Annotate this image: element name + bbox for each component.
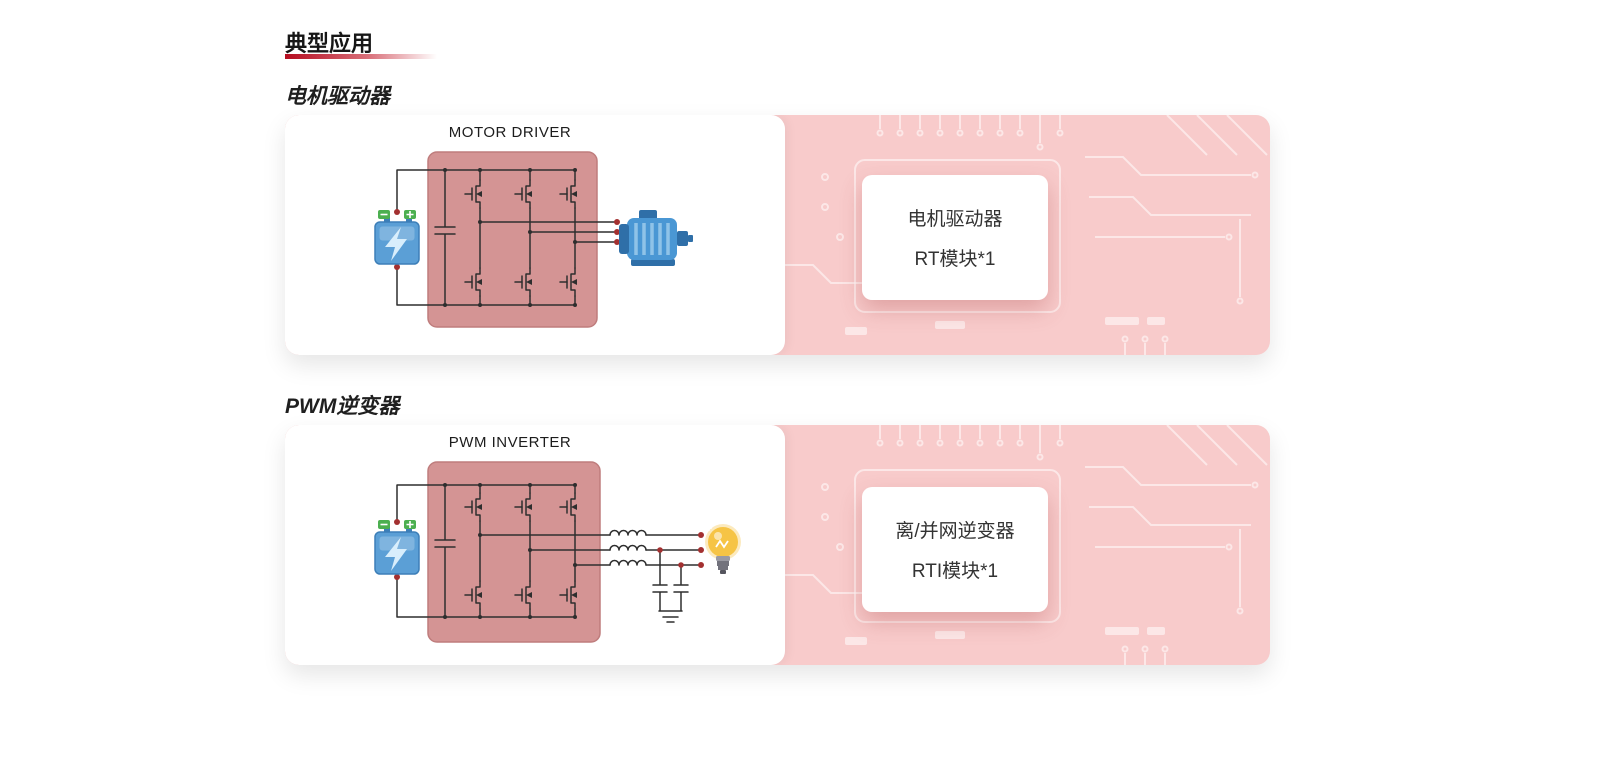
terminal-dots bbox=[394, 209, 620, 270]
section-heading-pwm-inverter: PWM逆变器 bbox=[285, 395, 400, 418]
info-line: RT模块*1 bbox=[914, 249, 996, 270]
info-card-pwm-inverter: 离/并网逆变器 RTI模块*1 bbox=[862, 487, 1048, 612]
power-stage-block bbox=[427, 461, 601, 643]
pwm-inverter-circuit bbox=[374, 461, 741, 643]
pwm-inverter-diagram-panel: PWM INVERTER bbox=[285, 425, 785, 665]
light-bulb-icon bbox=[705, 524, 741, 574]
info-line: RTI模块*1 bbox=[911, 561, 999, 582]
junction-dots bbox=[443, 483, 577, 619]
info-line: 离/并网逆变器 bbox=[895, 521, 1015, 542]
page-title: 典型应用 bbox=[285, 31, 374, 56]
diagram-title-motor-driver: MOTOR DRIVER bbox=[448, 124, 572, 141]
circuit-pattern-background bbox=[785, 115, 1268, 355]
info-line: 电机驱动器 bbox=[907, 209, 1003, 230]
motor-driver-diagram-panel: MOTOR DRIVER bbox=[285, 115, 785, 355]
section-heading-motor-driver: 电机驱动器 bbox=[285, 85, 390, 108]
title-underline bbox=[285, 54, 437, 59]
battery-icon bbox=[374, 210, 420, 265]
pwm-inverter-card: PWM INVERTER bbox=[285, 425, 1270, 665]
junction-dots bbox=[443, 168, 577, 307]
diagram-title-pwm-inverter: PWM INVERTER bbox=[448, 434, 572, 451]
inductor-symbol bbox=[609, 529, 647, 566]
motor-icon bbox=[619, 210, 693, 266]
info-card-motor-driver: 电机驱动器 RT模块*1 bbox=[862, 175, 1048, 300]
circuit-wires bbox=[396, 169, 618, 306]
power-stage-block bbox=[427, 151, 598, 328]
motor-driver-card: MOTOR DRIVER bbox=[285, 115, 1270, 355]
motor-driver-circuit bbox=[374, 151, 693, 328]
terminal-dots bbox=[394, 519, 704, 580]
battery-icon bbox=[374, 520, 420, 575]
